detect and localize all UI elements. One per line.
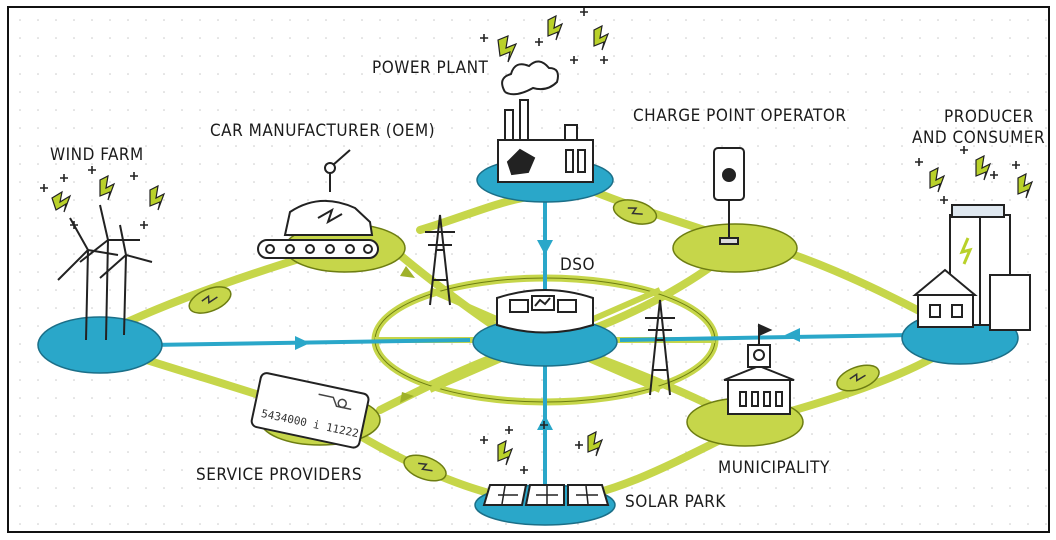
municipality-node: [686, 323, 804, 447]
label-solar-park: SOLAR PARK: [625, 492, 726, 512]
charger-icon: [713, 147, 745, 245]
label-service-providers: SERVICE PROVIDERS: [196, 465, 362, 485]
charge-point-node: [672, 147, 798, 273]
pylon-icon: [425, 214, 675, 396]
control-room-icon: [496, 289, 594, 334]
town-hall-icon: [723, 323, 795, 415]
blue-flow-arrows: [295, 240, 800, 430]
label-municipality: MUNICIPALITY: [718, 458, 830, 478]
label-and-consumer: AND CONSUMER: [912, 128, 1045, 148]
solar-panel-icon: [482, 484, 610, 506]
wind-farm-node: [37, 204, 163, 374]
lime-flow-arrows: [400, 266, 415, 403]
sparkle-decorations: [40, 8, 1020, 474]
flow-producer-dso: [619, 333, 911, 342]
label-car-manufacturer: CAR MANUFACTURER (OEM): [210, 121, 435, 141]
factory-icon: [497, 60, 594, 183]
producer-consumer-node: [901, 204, 1031, 365]
car-manufacturer-node: [257, 149, 406, 273]
house-building-icon: [912, 204, 1031, 331]
card-icon: 5434000 i 11222: [250, 372, 370, 449]
grid-background: [9, 8, 1048, 531]
car-icon: [257, 149, 379, 259]
label-producer: PRODUCER: [944, 107, 1034, 127]
line-cpo-dso: [586, 256, 724, 334]
service-providers-node: 5434000 i 11222: [250, 372, 381, 449]
label-power-plant: POWER PLANT: [372, 58, 489, 78]
lightning-bolt-icons: [51, 14, 1034, 466]
label-dso: DSO: [560, 255, 595, 275]
wind-turbine-icon: [57, 204, 153, 341]
line-service-dso: [376, 351, 504, 414]
dso-node: [472, 289, 618, 367]
diagram-labels: WIND FARM CAR MANUFACTURER (OEM) POWER P…: [50, 58, 1045, 512]
label-wind-farm: WIND FARM: [50, 145, 144, 165]
flow-wind-dso: [149, 338, 471, 347]
label-charge-point-operator: CHARGE POINT OPERATOR: [633, 106, 847, 126]
solar-park-node: [474, 484, 616, 526]
line-bolt-pods: [188, 199, 880, 482]
line-car-dso: [396, 251, 504, 334]
power-plant-node: [476, 60, 614, 203]
